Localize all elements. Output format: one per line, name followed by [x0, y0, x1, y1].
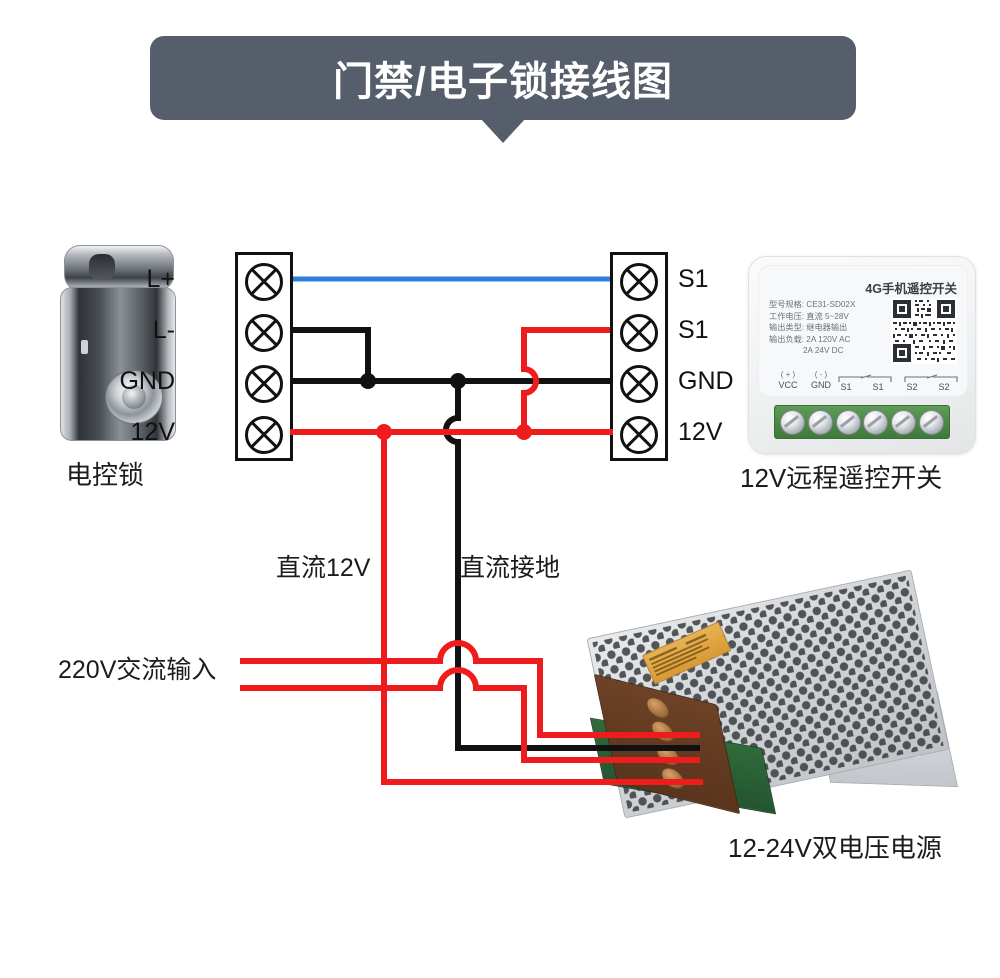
switch-caption: 12V远程遥控开关 [740, 463, 943, 493]
module-pin-s2-a: S2 [895, 382, 929, 393]
terminal-label-right-0: S1 [678, 265, 709, 293]
wire-red-ac-line-1 [240, 640, 700, 738]
lock-knob [105, 370, 163, 424]
module-pin-vcc-symbol: ( + ) [780, 370, 796, 379]
relay-symbol-s2-icon [904, 374, 958, 382]
junction-dot-gnd-mid [450, 373, 466, 389]
module-spec-list: 型号规格: CE31-SD02X 工作电压: 直流 5~28V 输出类型: 继电… [769, 299, 887, 357]
connector-screw[interactable] [780, 409, 806, 435]
module-pin-s1-b: S1 [861, 382, 895, 393]
wire-black-lminus-drop [290, 327, 371, 384]
module-green-connector [774, 405, 950, 439]
switch-terminal-block [610, 252, 668, 461]
qr-code-icon [891, 298, 957, 364]
wire-red-12v-to-s1 [521, 327, 610, 432]
title-banner-arrow [481, 119, 525, 143]
psu-caption: 12-24V双电压电源 [728, 833, 942, 863]
electric-lock-image [48, 245, 176, 445]
connector-screw[interactable] [918, 409, 944, 435]
module-pin-s2-b: S2 [927, 382, 961, 393]
lock-slot [81, 340, 88, 354]
wire-label-ac-input: 220V交流输入 [58, 656, 217, 684]
wire-label-dc-12v: 直流12V [276, 554, 371, 582]
terminal-label-left-1: L- [152, 316, 175, 344]
terminal-screw[interactable] [620, 314, 658, 352]
module-pin-gnd-name: GND [811, 380, 831, 390]
lock-knob-center [122, 385, 146, 409]
connector-screw[interactable] [835, 409, 861, 435]
module-pin-s1-b-name: S1 [872, 382, 884, 392]
lock-body [60, 287, 176, 441]
junction-dot-12v-right [516, 424, 532, 440]
module-pin-s1-a: S1 [829, 382, 863, 393]
module-spec-1: 工作电压: 直流 5~28V [769, 311, 849, 321]
terminal-label-left-2: GND [119, 367, 175, 395]
junction-dot-gnd-left [360, 373, 376, 389]
relay-symbol-s1-icon [838, 374, 892, 382]
psu-spec-sticker [641, 621, 732, 685]
module-spec-4: 2A 24V DC [803, 346, 844, 356]
wire-red-ac-line-2 [240, 667, 700, 763]
remote-switch-module-image: 4G手机遥控开关 型号规格: CE31-SD02X 工作电压: 直流 5~28V… [748, 256, 976, 454]
module-pin-vcc: ( + ) VCC [771, 370, 805, 391]
terminal-screw[interactable] [620, 416, 658, 454]
terminal-screw[interactable] [245, 365, 283, 403]
module-pin-s1-a-name: S1 [840, 382, 852, 392]
terminal-label-left-0: L+ [146, 265, 175, 293]
module-pin-s2-a-name: S2 [906, 382, 918, 392]
terminal-screw[interactable] [620, 263, 658, 301]
wire-label-dc-ground: 直流接地 [460, 554, 561, 582]
terminal-screw[interactable] [245, 416, 283, 454]
module-spec-2: 输出类型: 继电器输出 [769, 323, 848, 333]
junction-dot-12v-left [376, 424, 392, 440]
module-spec-0: 型号规格: CE31-SD02X [769, 300, 856, 309]
terminal-screw[interactable] [245, 314, 283, 352]
module-pin-gnd-symbol: ( - ) [814, 370, 828, 379]
terminal-screw[interactable] [245, 263, 283, 301]
terminal-label-right-2: GND [678, 367, 734, 395]
psu-sticker-text [648, 633, 710, 677]
terminal-label-right-1: S1 [678, 316, 709, 344]
module-pin-gnd: ( - ) GND [804, 370, 838, 391]
title-banner: 门禁/电子锁接线图 [150, 36, 856, 120]
module-pin-s2-b-name: S2 [938, 382, 950, 392]
lock-terminal-block [235, 252, 293, 461]
module-title: 4G手机遥控开关 [865, 282, 957, 296]
terminal-label-right-3: 12V [678, 418, 723, 446]
power-supply-image [586, 569, 968, 832]
page-title: 门禁/电子锁接线图 [332, 60, 674, 104]
lock-caption: 电控锁 [66, 460, 145, 490]
module-face-label: 4G手机遥控开关 型号规格: CE31-SD02X 工作电压: 直流 5~28V… [758, 265, 968, 397]
lock-bolt-hole [89, 254, 115, 280]
connector-screw[interactable] [807, 409, 833, 435]
module-pin-vcc-name: VCC [778, 380, 798, 390]
connector-screw[interactable] [890, 409, 916, 435]
wire-red-12v-to-psu [381, 429, 703, 785]
terminal-screw[interactable] [620, 365, 658, 403]
terminal-label-left-3: 12V [130, 418, 175, 446]
connector-screw[interactable] [863, 409, 889, 435]
module-pin-row: ( + ) VCC ( - ) GND S1 S1 S2 S2 [771, 370, 967, 400]
module-spec-3: 输出负载: 2A 120V AC [769, 334, 851, 344]
